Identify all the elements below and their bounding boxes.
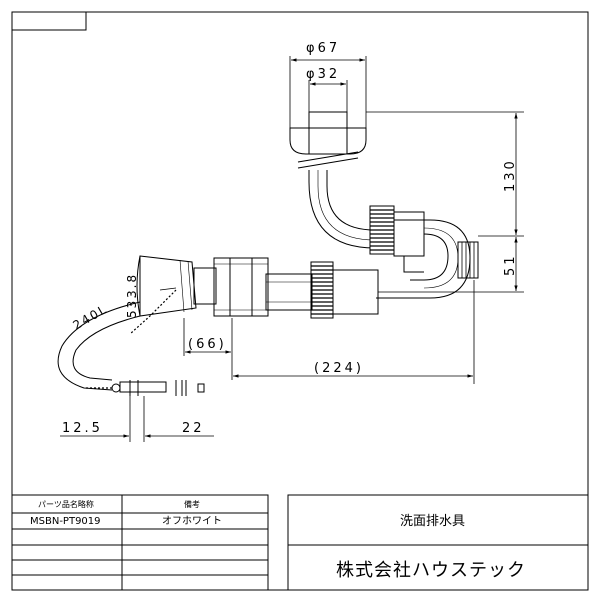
dim-phi67: φ67 — [306, 41, 340, 56]
inlet-bend-outer — [308, 170, 378, 249]
tb-part-code: MSBN-PT9019 — [30, 516, 101, 527]
dim-22: 22 — [182, 421, 205, 436]
inlet-bend-inner — [326, 170, 376, 231]
dim-3-8: 3.8 — [125, 273, 139, 298]
dim-phi32: φ32 — [306, 67, 340, 82]
title-block — [11, 494, 589, 591]
sheet-border — [11, 11, 589, 591]
tb-note: オフホワイト — [162, 515, 222, 527]
dim-53: 53. — [125, 293, 139, 318]
cleanout-cap — [457, 241, 479, 279]
escutcheon — [289, 127, 367, 155]
dim-66: (66) — [188, 337, 227, 352]
overflow-hose-inner — [72, 315, 141, 381]
top-tube — [308, 111, 348, 155]
dim-130: 130 — [503, 158, 518, 192]
tb-header-note: 備考 — [184, 499, 200, 509]
basin-plug — [139, 255, 197, 317]
u-bend-inner — [410, 233, 449, 281]
drain-head — [193, 267, 217, 305]
drain-pipe — [327, 269, 379, 315]
corner-tab — [11, 11, 87, 31]
stopper-stem — [119, 381, 167, 393]
inlet-bend-core — [317, 170, 376, 241]
plug-chain — [129, 289, 177, 335]
dimension-lines — [60, 56, 524, 442]
coupling-nut — [213, 257, 269, 317]
tailpipe — [265, 273, 313, 311]
overflow-hose-outer — [57, 301, 141, 391]
dim-51: 51 — [503, 253, 518, 276]
dim-12-5: 12.5 — [62, 421, 103, 436]
tb-title: 洗面排水具 — [400, 514, 465, 529]
trap-body — [393, 211, 425, 257]
tb-company: 株式会社ハウステック — [336, 560, 526, 581]
trap-drawing — [57, 111, 479, 396]
tb-header-part: パーツ品名略称 — [38, 499, 94, 509]
dim-224: (224) — [314, 361, 364, 376]
